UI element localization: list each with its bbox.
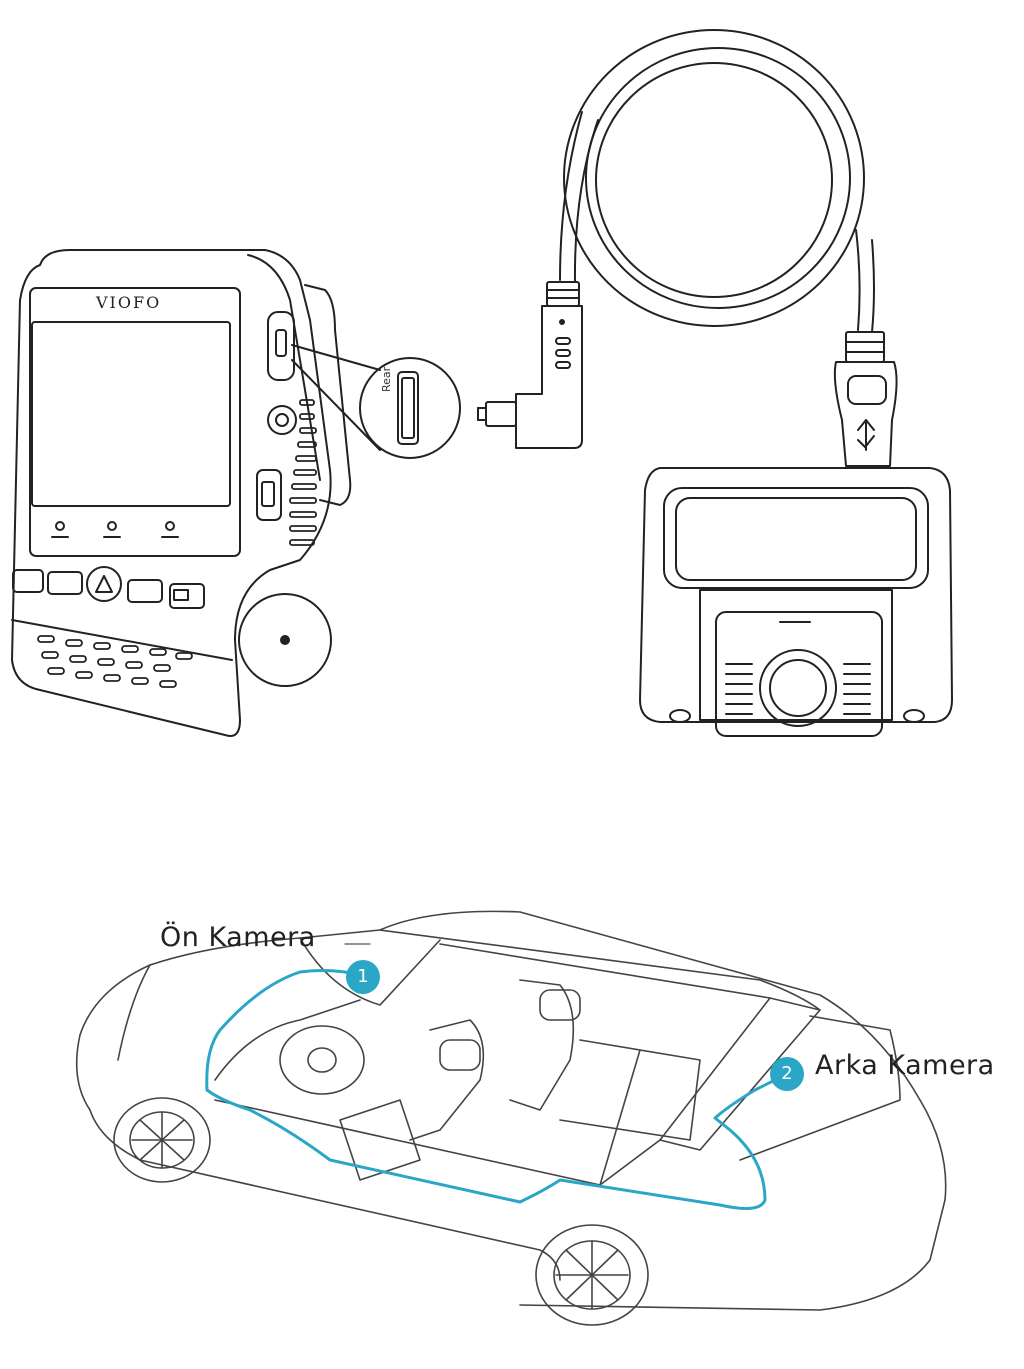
rear-camera-cable: [477, 29, 898, 467]
badge-rear-circle: [770, 1057, 804, 1091]
rear-camera: [639, 467, 953, 737]
button-row: [12, 566, 205, 609]
speaker-grille: [37, 635, 193, 688]
rear-port-zoom: [359, 357, 461, 459]
brand-logo: VIOFO: [96, 293, 162, 312]
rear-port-label: Rear: [380, 366, 393, 392]
badge-front-number: 1: [357, 966, 369, 987]
side-ports: [256, 311, 297, 521]
rear-camera-label: Arka Kamera: [815, 1050, 995, 1081]
front-camera-label: Ön Kamera: [160, 922, 316, 953]
car-outline: [75, 910, 947, 1326]
badge-rear-number: 2: [781, 1063, 793, 1084]
route-badges: [346, 960, 804, 1091]
front-dashcam: [11, 249, 381, 737]
side-vents: [289, 399, 317, 546]
indicator-icons: [51, 521, 179, 538]
badge-front-circle: [346, 960, 380, 994]
cable-route: [205, 969, 787, 1211]
